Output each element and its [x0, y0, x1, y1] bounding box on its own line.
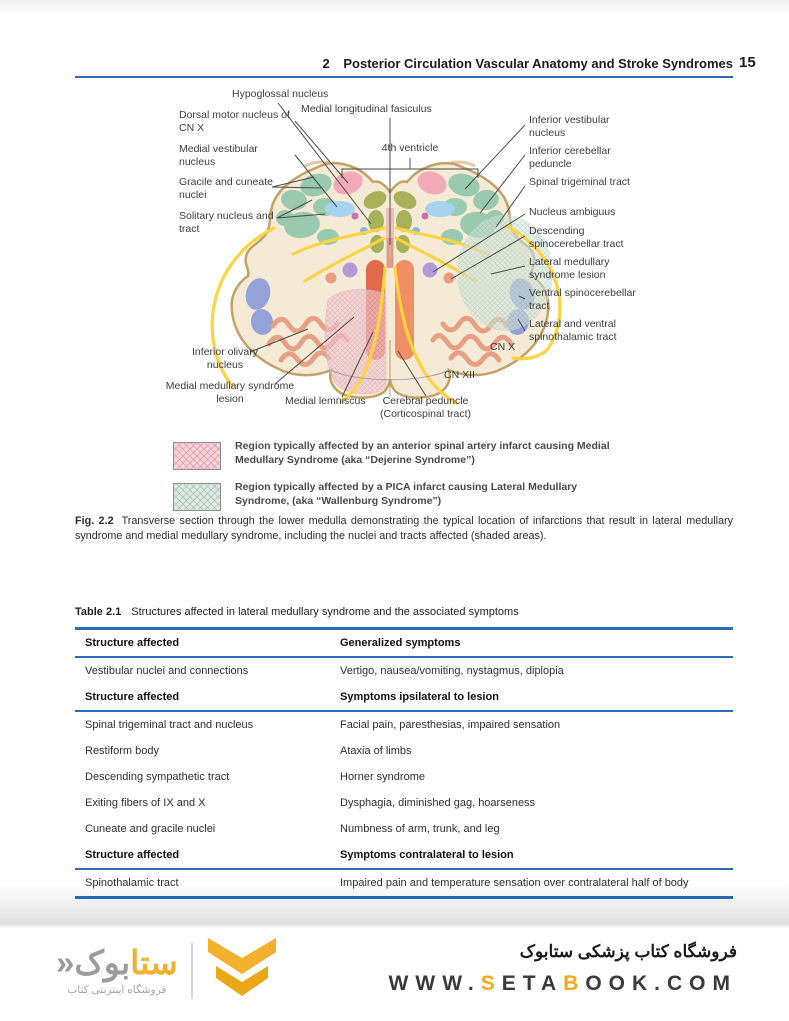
table-cell: Dysphagia, diminished gag, hoarseness: [340, 797, 536, 809]
site-segment-orange: S: [480, 972, 502, 995]
logo-guillemet: «: [56, 944, 75, 982]
table-row: Restiform body Ataxia of limbs: [75, 738, 733, 764]
legend-item-medial-medullary: Region typically affected by an anterior…: [173, 440, 627, 470]
table-cell: Cuneate and gracile nuclei: [85, 823, 216, 835]
figure-label-ventral-spinocerebellar-tract: Ventral spinocerebellar tract: [529, 287, 636, 312]
teal-hatch-swatch: [173, 483, 221, 511]
table-row: Spinal trigeminal tract and nucleus Faci…: [75, 712, 733, 738]
figure-label-medial-longitudinal-fasiculus: Medial longitudinal fasiculus: [301, 103, 432, 115]
table-row: Descending sympathetic tract Horner synd…: [75, 764, 733, 790]
table-header-cell: Structure affected: [85, 849, 180, 861]
table-cell: Exiting fibers of IX and X: [85, 797, 206, 809]
figure-label-lateral-medullary-lesion: Lateral medullary syndrome lesion: [529, 256, 610, 281]
table-header-row: Structure affected Generalized symptoms: [75, 630, 733, 658]
table-header-row: Structure affected Symptoms contralatera…: [75, 842, 733, 870]
legend-text: Region typically affected by an anterior…: [235, 440, 610, 466]
medulla-diagram: [210, 102, 562, 405]
lateral-medullary-lesion-overlay: [457, 215, 553, 331]
table-header-cell: Generalized symptoms: [340, 637, 461, 649]
table-cell: Vertigo, nausea/vomiting, nystagmus, dip…: [340, 665, 564, 677]
table-row: Spinothalamic tract Impaired pain and te…: [75, 870, 733, 899]
table-cell: Numbness of arm, trunk, and leg: [340, 823, 500, 835]
figure-label-inferior-olivary-nucleus: Inferior olivary nucleus: [192, 346, 258, 371]
figure-label-fourth-ventricle: 4th ventricle: [381, 142, 439, 154]
chapter-number: 2: [322, 56, 330, 71]
logo-divider: [190, 943, 193, 999]
logo-wordmark-gray: بوک: [74, 944, 131, 982]
table-row: Exiting fibers of IX and X Dysphagia, di…: [75, 790, 733, 816]
figure-2-2: Hypoglossal nucleus Medial longitudinal …: [85, 88, 725, 440]
table-title: Table 2.1 Structures affected in lateral …: [75, 606, 733, 630]
table-cell: Facial pain, paresthesias, impaired sens…: [340, 719, 561, 731]
table-cell: Horner syndrome: [340, 771, 425, 783]
table-cell: Spinothalamic tract: [85, 877, 179, 889]
figure-label-gracile-cuneate-nuclei: Gracile and cuneate nuclei: [179, 176, 273, 201]
figure-label-medial-lemniscus: Medial lemniscus: [285, 395, 366, 407]
site-segment: ETA: [501, 972, 564, 995]
table-header-cell: Structure affected: [85, 637, 180, 649]
figure-caption-tag: Fig. 2.2: [75, 515, 114, 527]
bookstore-text-block: فروشگاه کتاب پزشکی ستابوک WWW.SETABOOK.C…: [389, 942, 737, 996]
figure-label-inferior-vestibular-nucleus: Inferior vestibular nucleus: [529, 114, 610, 139]
chapter-title: Posterior Circulation Vascular Anatomy a…: [343, 56, 733, 71]
scan-top-shadow: [0, 0, 789, 14]
figure-label-cn-x: CN X: [490, 341, 516, 353]
table-header-cell: Structure affected: [85, 691, 180, 703]
legend-item-lateral-medullary: Region typically affected by a PICA infa…: [173, 481, 627, 511]
bookstore-title-fa: فروشگاه کتاب پزشکی ستابوک: [519, 942, 737, 961]
figure-label-nucleus-ambiguus: Nucleus ambiguus: [529, 206, 616, 218]
site-segment: OOK.COM: [585, 972, 737, 995]
figure-label-descending-spinocerebellar-tract: Descending spinocerebellar tract: [529, 225, 624, 250]
table-header-cell: Symptoms contralateral to lesion: [340, 849, 514, 861]
pink-hatch-swatch: [173, 442, 221, 470]
table-cell: Descending sympathetic tract: [85, 771, 230, 783]
figure-label-solitary-nucleus: Solitary nucleus and tract: [179, 210, 274, 235]
figure-label-cerebral-peduncle: Cerebral peduncle (Corticospinal tract): [379, 395, 472, 420]
setabook-logo: ستابوک« فروشگاه اینترنتی کتاب: [56, 938, 278, 1004]
table-cell: Ataxia of limbs: [340, 745, 412, 757]
figure-label-lateral-ventral-spinothalamic-tract: Lateral and ventral spinothalamic tract: [529, 318, 617, 343]
chevron-logo-icon: [207, 938, 276, 996]
table-header-cell: Symptoms ipsilateral to lesion: [340, 691, 499, 703]
table-cell: Impaired pain and temperature sensation …: [340, 877, 689, 889]
table-row: Vestibular nuclei and connections Vertig…: [75, 658, 733, 684]
figure-label-hypoglossal-nucleus: Hypoglossal nucleus: [232, 88, 329, 100]
logo-subtitle: فروشگاه اینترنتی کتاب: [67, 983, 167, 996]
bookstore-website[interactable]: WWW.SETABOOK.COM: [389, 972, 737, 996]
medial-medullary-lesion-overlay: [324, 288, 387, 395]
table-cell: Restiform body: [85, 745, 159, 757]
figure-label-dorsal-motor-nucleus: Dorsal motor nucleus of CN X: [179, 109, 290, 134]
figure-label-medial-vestibular-nucleus: Medial vestibular nucleus: [179, 143, 258, 168]
table-title-tag: Table 2.1: [75, 606, 122, 618]
figure-label-inferior-cerebellar-peduncle: Inferior cerebellar peduncle: [529, 145, 611, 170]
cranial-nerve-fibers: [210, 224, 562, 405]
site-segment: WWW.: [388, 972, 481, 995]
table-row: Cuneate and gracile nuclei Numbness of a…: [75, 816, 733, 842]
figure-caption-text: Transverse section through the lower med…: [75, 515, 734, 543]
scan-bottom-shadow: [0, 884, 789, 928]
figure-label-spinal-trigeminal-tract: Spinal trigeminal tract: [529, 176, 630, 188]
table-title-text: Structures affected in lateral medullary…: [131, 606, 519, 618]
logo-wordmark-block: ستابوک« فروشگاه اینترنتی کتاب: [56, 944, 178, 996]
figure-legend: Region typically affected by an anterior…: [173, 440, 627, 511]
table-header-row: Structure affected Symptoms ipsilateral …: [75, 684, 733, 712]
figure-label-cn-xii: CN XII: [444, 369, 475, 381]
logo-wordmark-yellow: ستا: [130, 944, 178, 982]
logo-wordmark: ستابوک«: [56, 944, 178, 982]
figure-label-medial-medullary-lesion: Medial medullary syndrome lesion: [165, 380, 295, 405]
site-segment-orange: B: [563, 972, 586, 995]
legend-text: Region typically affected by a PICA infa…: [235, 481, 578, 507]
bookstore-footer: ستابوک« فروشگاه اینترنتی کتاب فروشگاه کت…: [0, 936, 789, 1021]
running-header: 2 Posterior Circulation Vascular Anatomy…: [75, 56, 733, 78]
page-number: 15: [739, 54, 756, 71]
table-2-1: Table 2.1 Structures affected in lateral …: [75, 606, 733, 899]
leader-lines: [249, 102, 526, 398]
table-cell: Spinal trigeminal tract and nucleus: [85, 719, 254, 731]
table-cell: Vestibular nuclei and connections: [85, 665, 249, 677]
